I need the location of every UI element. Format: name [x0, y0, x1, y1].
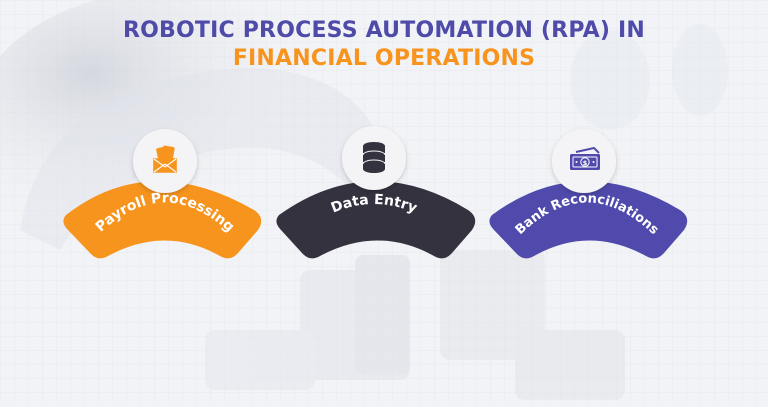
arc-banner: [63, 181, 262, 259]
item-payroll-processing: Payroll Processing: [63, 129, 262, 259]
arc-banner: [276, 181, 476, 259]
page-title-line-2: FINANCIAL OPERATIONS: [232, 46, 536, 71]
payroll-envelope-icon: [153, 145, 177, 173]
item-data-entry: Data Entry: [276, 126, 476, 259]
arc-banner: [489, 181, 688, 259]
item-bank-reconciliations: $ Bank Reconciliations: [489, 129, 688, 259]
cash-bill-icon: $: [570, 146, 600, 170]
svg-text:$: $: [583, 159, 588, 167]
page-title-line-1: ROBOTIC PROCESS AUTOMATION (RPA) IN: [123, 18, 645, 43]
coin-stacks: [205, 250, 625, 400]
database-icon: [362, 142, 386, 173]
